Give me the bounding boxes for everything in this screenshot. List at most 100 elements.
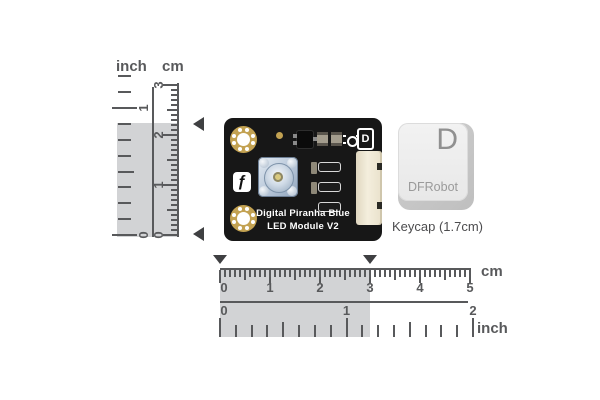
cm-tick <box>339 270 341 277</box>
inch-tick <box>456 325 459 337</box>
cm-tick <box>171 214 179 216</box>
cm-tick <box>404 270 406 277</box>
vertical-cm-label: cm <box>162 58 184 75</box>
cm-number: 3 <box>151 81 166 89</box>
cm-tick <box>171 204 179 206</box>
smd-resistor <box>331 132 342 146</box>
cm-tick <box>359 270 361 277</box>
horizontal-inch-label: inch <box>477 320 508 337</box>
cm-tick <box>354 270 356 277</box>
cm-tick <box>171 99 179 101</box>
cm-tick <box>264 270 266 277</box>
cm-tick <box>171 194 179 196</box>
gold-pad-via <box>232 212 237 217</box>
board-title-line1: Digital Piranha Blue <box>256 208 350 219</box>
cm-tick <box>171 144 179 146</box>
mount-hole-bore <box>237 133 250 146</box>
cm-tick <box>163 134 179 136</box>
cm-tick <box>163 84 179 86</box>
cm-tick <box>469 270 471 283</box>
cm-tick <box>449 270 451 277</box>
inch-tick <box>266 325 269 337</box>
keycap-letter: D <box>436 123 458 156</box>
cm-tick <box>429 270 431 277</box>
inch-tick <box>377 325 380 337</box>
inch-tick <box>118 170 134 173</box>
cm-number: 2 <box>316 280 324 295</box>
cm-tick <box>163 184 179 186</box>
cm-tick <box>364 270 366 277</box>
cm-tick <box>239 270 241 277</box>
cm-tick <box>409 270 411 277</box>
inch-tick <box>118 91 131 94</box>
mount-hole-bottom <box>230 205 257 232</box>
cm-tick <box>374 270 376 277</box>
cm-tick <box>259 270 261 277</box>
cm-tick <box>171 164 179 166</box>
cm-tick <box>299 270 301 277</box>
inch-tick <box>345 318 348 337</box>
cm-tick <box>314 270 316 277</box>
gold-pad-via <box>245 128 250 133</box>
vertical-ruler-divider <box>152 87 154 237</box>
cm-tick <box>171 189 179 191</box>
mount-hole-bore <box>237 212 250 225</box>
inch-tick <box>298 325 301 337</box>
cm-tick <box>171 139 179 141</box>
gold-pad-via <box>232 141 237 146</box>
connector-pin <box>318 182 341 192</box>
cm-tick <box>244 270 246 280</box>
inch-tick <box>392 325 395 337</box>
cm-tick <box>289 270 291 277</box>
gold-pad-via <box>232 133 237 138</box>
cm-tick <box>234 270 236 277</box>
cm-tick <box>454 270 456 277</box>
horizontal-cm-edge <box>220 268 471 270</box>
cm-tick <box>419 270 421 283</box>
cm-number: 1 <box>266 280 274 295</box>
cm-tick <box>399 270 401 277</box>
cm-tick <box>369 270 371 283</box>
extent-arrow-icon <box>193 116 204 131</box>
cm-tick <box>304 270 306 277</box>
inch-tick <box>219 318 221 337</box>
digital-pin-marker: D <box>357 128 374 150</box>
cm-tick <box>389 270 391 277</box>
cm-tick <box>349 270 351 277</box>
cm-tick <box>171 224 179 226</box>
gold-pad-via <box>237 128 242 133</box>
gold-pad-via <box>237 225 242 230</box>
cm-tick <box>439 270 441 277</box>
inch-tick <box>313 325 316 337</box>
cm-number: 3 <box>366 280 374 295</box>
cm-tick <box>384 270 386 277</box>
cm-tick <box>171 149 179 151</box>
cm-tick <box>294 270 296 280</box>
inch-tick <box>250 325 253 337</box>
cm-tick <box>464 270 466 277</box>
cm-tick <box>171 89 179 91</box>
gold-pad-via <box>245 146 250 151</box>
cm-tick <box>171 119 179 121</box>
jst-connector <box>356 151 382 225</box>
cm-tick <box>171 129 179 131</box>
inch-tick <box>118 138 131 141</box>
cm-number: 5 <box>466 280 474 295</box>
smd-resistor <box>311 162 317 174</box>
gold-pad-via <box>250 212 255 217</box>
extent-arrow-icon <box>363 255 377 264</box>
cm-number: 2 <box>151 131 166 139</box>
keycap-caption: Keycap (1.7cm) <box>391 219 484 234</box>
cm-tick <box>171 179 179 181</box>
cm-tick <box>171 94 179 96</box>
cm-tick <box>434 270 436 277</box>
extent-arrow-icon <box>193 227 204 241</box>
gold-pad-via <box>250 133 255 138</box>
keycap: D DFRobot <box>398 123 474 210</box>
inch-number: 0 <box>136 231 151 239</box>
cm-tick <box>167 109 179 111</box>
inch-number: 1 <box>342 303 351 318</box>
cm-tick <box>254 270 256 277</box>
gold-pad-via <box>237 146 242 151</box>
